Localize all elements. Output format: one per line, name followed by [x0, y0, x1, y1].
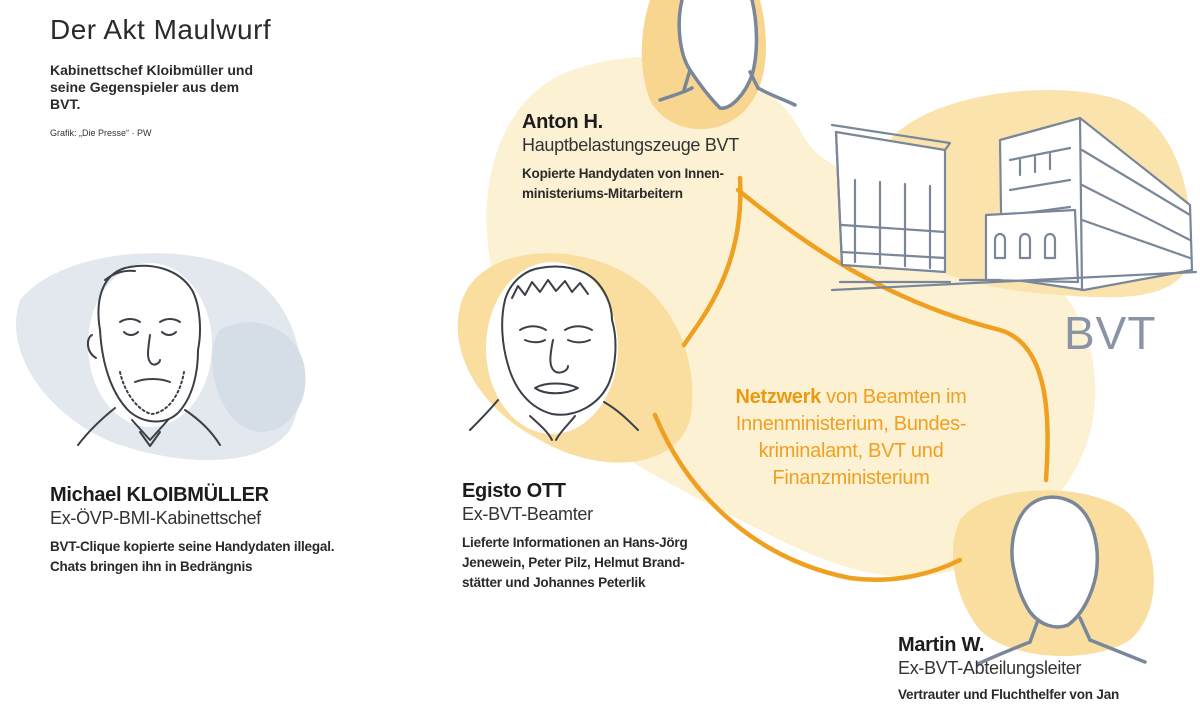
building-label: BVT	[1064, 307, 1157, 359]
person-anton-h: Anton H. Hauptbelastungszeuge BVT Kopier…	[522, 111, 739, 204]
person-name: Michael KLOIBMÜLLER	[50, 484, 269, 506]
person-role: Ex-ÖVP-BMI-Kabinettschef	[50, 508, 261, 528]
person-description-line: stätter und Johannes Peterlik	[462, 575, 646, 590]
network-line: Finanzministerium	[772, 467, 930, 489]
page-subtitle: Kabinettschef Kloibmüller und seine Gege…	[50, 62, 254, 112]
person-description-line: Chats bringen ihn in Bedrängnis	[50, 559, 253, 574]
person-role: Ex-BVT-Beamter	[462, 504, 593, 524]
person-description-line: Vertrauter und Fluchthelfer von Jan	[898, 687, 1120, 702]
person-egisto-ott: Egisto OTT Ex-BVT-Beamter Lieferte Infor…	[462, 480, 688, 593]
graphic-credit: Grafik: „Die Presse“ · PW	[50, 128, 152, 138]
person-name: Egisto OTT	[462, 480, 566, 502]
person-name: Anton H.	[522, 111, 603, 133]
person-description-line: Kopierte Handydaten von Innen-	[522, 166, 724, 181]
network-caption: Netzwerk von Beamten im Innenministerium…	[706, 384, 996, 492]
person-kloibmueller: Michael KLOIBMÜLLER Ex-ÖVP-BMI-Kabinetts…	[50, 484, 335, 577]
person-martin-w: Martin W. Ex-BVT-Abteilungsleiter Vertra…	[898, 634, 1119, 705]
person-description-line: ministeriums-Mitarbeitern	[522, 186, 683, 201]
person-description-line: Jenewein, Peter Pilz, Helmut Brand-	[462, 555, 685, 570]
portrait-egisto-ott	[469, 262, 639, 441]
person-name: Martin W.	[898, 634, 985, 656]
person-description-line: Lieferte Informationen an Hans-Jörg	[462, 535, 688, 550]
network-line: von Beamten im	[820, 386, 967, 408]
network-line: Innenministerium, Bundes-	[735, 413, 967, 435]
portrait-anton-h	[658, 0, 797, 110]
bvt-building	[830, 116, 1198, 292]
portrait-kloibmueller	[77, 263, 221, 447]
person-role: Ex-BVT-Abteilungsleiter	[898, 658, 1082, 678]
person-description-line: BVT-Clique kopierte seine Handydaten ill…	[50, 539, 335, 554]
portrait-martin-w	[976, 495, 1147, 666]
kloibmueller-blob-inner	[211, 322, 306, 432]
network-line: kriminalamt, BVT und	[758, 440, 944, 462]
page-title: Der Akt Maulwurf	[50, 14, 272, 45]
network-lines	[652, 175, 1050, 583]
person-role: Hauptbelastungszeuge BVT	[522, 135, 739, 155]
network-highlight: Netzwerk	[735, 386, 822, 408]
